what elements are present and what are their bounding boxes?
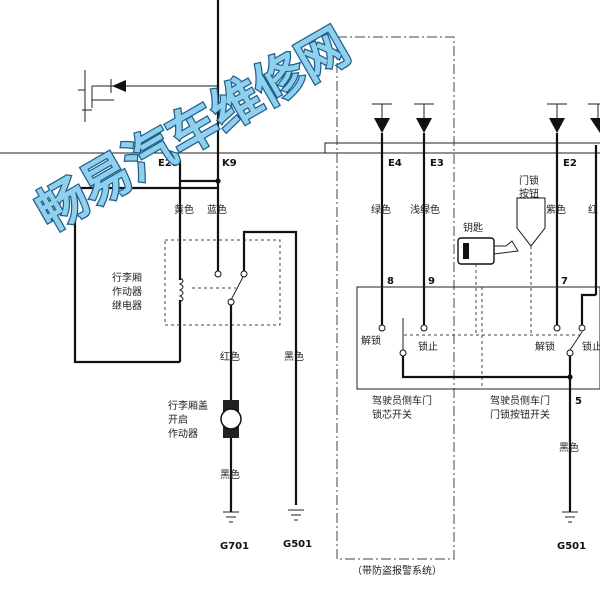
button-switch-icon — [553, 324, 586, 357]
relay-label-line3: 继电器 — [112, 299, 142, 312]
relay-label-line2: 作动器 — [112, 286, 142, 298]
relay-output-wire — [242, 230, 298, 505]
diode-icon — [78, 70, 128, 122]
switch-common-wire — [401, 356, 570, 379]
wire-black-motor: 黑色 — [220, 468, 240, 481]
door-lock-button-icon — [516, 197, 546, 335]
ground-g501-mid-icon — [288, 509, 304, 521]
connector-e2: E2 — [563, 158, 577, 169]
wire-green: 绿色 — [371, 203, 391, 216]
connector-e3: E3 — [430, 158, 444, 169]
ground-g701-label: G701 — [220, 541, 249, 552]
e25-loop-wire — [73, 186, 218, 364]
connector-e25: E25 — [158, 158, 179, 169]
e2-terminal-icon — [547, 103, 567, 133]
pin-5: 5 — [575, 396, 582, 407]
cylinder-switch-label-line2: 锁芯开关 — [372, 408, 412, 421]
pin-7: 7 — [561, 276, 568, 287]
wire-light-green: 浅绿色 — [410, 203, 440, 216]
relay-box — [164, 239, 281, 326]
door-button-label-line2: 按钮 — [519, 187, 539, 200]
door-button-label-line1: 门锁 — [519, 174, 539, 187]
ground-g701-icon — [223, 511, 239, 523]
key-icon — [457, 237, 519, 335]
connector-k9: K9 — [222, 158, 237, 169]
relay-coil-icon — [178, 277, 184, 303]
relay-switch-icon — [192, 270, 248, 306]
wire-red-cut: 红 — [588, 203, 598, 216]
motor-icon — [220, 400, 242, 438]
door-switch-housing — [356, 286, 600, 390]
wire-yellow: 黄色 — [174, 203, 194, 216]
button-switch-label-line2: 门锁按钮开关 — [490, 408, 550, 421]
cylinder-switch-label-line1: 驾驶员侧车门 — [372, 394, 432, 407]
wire-black-right: 黑色 — [559, 441, 579, 454]
e3-terminal-icon — [414, 103, 434, 133]
wire-blue: 蓝色 — [207, 203, 227, 216]
switch-lock-2: 锁止 — [582, 340, 600, 353]
frame-step — [324, 142, 600, 153]
actuator-label-line1: 行李厢盖 — [168, 399, 208, 412]
actuator-label-line3: 作动器 — [168, 428, 198, 440]
e4-terminal-icon — [372, 103, 392, 133]
pin-8: 8 — [387, 276, 394, 287]
ground-g501-right-label: G501 — [557, 541, 586, 552]
anti-theft-system-boundary — [336, 36, 455, 560]
cut-red-wire-bend — [580, 293, 596, 325]
wire-black-mid: 黑色 — [284, 350, 304, 363]
wire-red: 红色 — [220, 350, 240, 363]
button-switch-label-line1: 驾驶员侧车门 — [490, 394, 550, 407]
switch-unlock-1: 解锁 — [361, 334, 381, 347]
switch-unlock-2: 解锁 — [535, 340, 555, 353]
anti-theft-note: （带防盗报警系统） — [352, 564, 442, 577]
cut-terminal-icon — [588, 103, 600, 133]
ground-g501-right-icon — [562, 511, 578, 523]
actuator-label-line2: 开启 — [168, 413, 188, 426]
pin-9: 9 — [428, 276, 435, 287]
connector-e4: E4 — [388, 158, 402, 169]
cylinder-switch-icon — [378, 318, 428, 357]
switch-lock-1: 锁止 — [418, 340, 438, 353]
wire-purple: 紫色 — [546, 203, 566, 216]
ground-g501-mid-label: G501 — [283, 539, 312, 550]
relay-label-line1: 行李厢 — [112, 271, 142, 284]
key-label: 钥匙 — [463, 221, 483, 234]
